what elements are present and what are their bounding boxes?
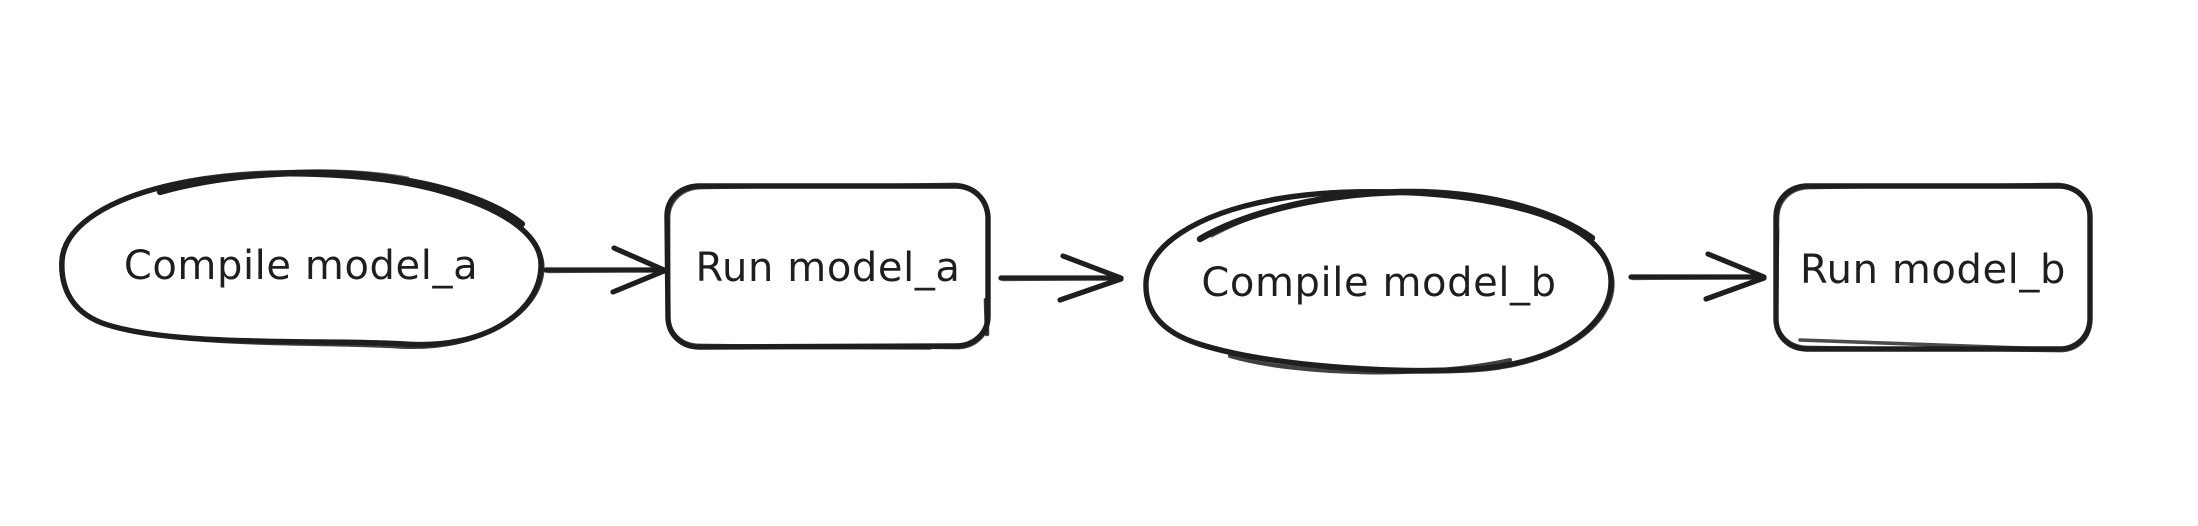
edge-run-a-to-compile-b[interactable] xyxy=(998,253,1124,303)
node-shape-compile-model-b[interactable] xyxy=(1143,188,1615,375)
node-shape-compile-model-a[interactable] xyxy=(59,169,545,350)
node-shape-run-model-a[interactable] xyxy=(664,182,991,350)
node-shape-run-model-b[interactable] xyxy=(1773,182,2093,353)
edge-compile-b-to-run-b[interactable] xyxy=(1628,251,1767,302)
edge-compile-a-to-run-a[interactable] xyxy=(543,245,667,295)
